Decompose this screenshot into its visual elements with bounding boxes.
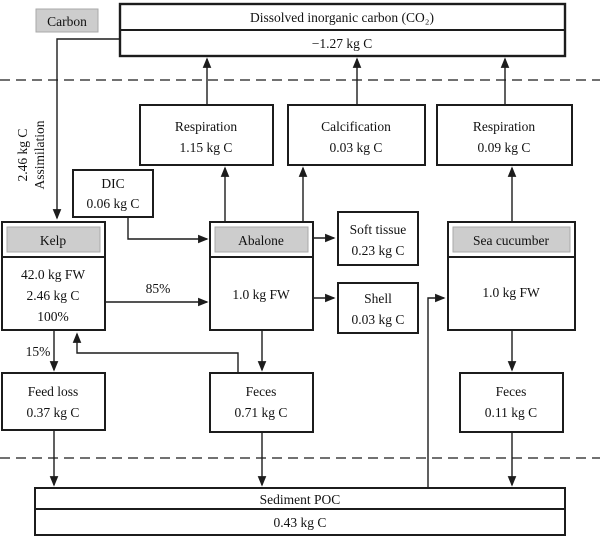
respiration-seacucumber-title: Respiration	[473, 119, 535, 134]
feces-abalone-outline	[209, 372, 314, 433]
shell-title: Shell	[364, 291, 392, 306]
seacucumber-value-fw: 1.0 kg FW	[482, 285, 540, 300]
dic-reservoir-value: −1.27 kg C	[312, 36, 373, 51]
respiration-seacucumber-value: 0.09 kg C	[478, 140, 531, 155]
respiration-abalone-title: Respiration	[175, 119, 237, 134]
abalone-value-fw: 1.0 kg FW	[232, 287, 290, 302]
abalone-title: Abalone	[238, 233, 284, 248]
dic-pool-box: DIC 0.06 kg C	[72, 169, 154, 218]
softtissue-title: Soft tissue	[350, 222, 407, 237]
flow-dic-assimilation-to-kelp	[52, 38, 120, 220]
flow-dicpool-to-abalone	[127, 217, 209, 244]
kelp-value-pct: 100%	[37, 309, 69, 324]
softtissue-outline	[337, 211, 419, 266]
kelp-value-fw: 42.0 kg FW	[21, 267, 85, 282]
respiration-abalone-value: 1.15 kg C	[180, 140, 233, 155]
softtissue-box: Soft tissue 0.23 kg C	[337, 211, 419, 266]
sediment-box: Sediment POC 0.43 kg C	[34, 487, 566, 536]
seacucumber-header-fill	[452, 226, 571, 253]
carbon-legend-label: Carbon	[47, 14, 87, 29]
dic-reservoir-box: Dissolved inorganic carbon (CO₂) −1.27 k…	[118, 2, 567, 58]
respiration-seacucumber-box: Respiration 0.09 kg C	[436, 104, 573, 166]
label-assimilation-value: 2.46 kg C	[15, 129, 30, 182]
calcification-value: 0.03 kg C	[330, 140, 383, 155]
feedloss-outline	[1, 372, 106, 431]
carbon-legend: Carbon	[35, 8, 99, 33]
abalone-box: Abalone 1.0 kg FW	[209, 221, 314, 331]
dic-reservoir-title: Dissolved inorganic carbon (CO₂)	[250, 10, 434, 25]
calcification-box: Calcification 0.03 kg C	[287, 104, 426, 166]
flow-sediment-to-seacucumber	[427, 293, 446, 488]
seacucumber-box: Sea cucumber 1.0 kg FW	[447, 221, 576, 331]
kelp-box: Kelp 42.0 kg FW 2.46 kg C 100%	[1, 221, 106, 331]
respiration-abalone-outline	[139, 104, 274, 166]
calcification-outline	[287, 104, 426, 166]
kelp-value-c: 2.46 kg C	[27, 288, 80, 303]
respiration-abalone-box: Respiration 1.15 kg C	[139, 104, 274, 166]
sediment-value: 0.43 kg C	[274, 515, 327, 530]
calcification-title: Calcification	[321, 119, 391, 134]
respiration-seacucumber-outline	[436, 104, 573, 166]
label-85pct: 85%	[146, 281, 171, 296]
feces-abalone-box: Feces 0.71 kg C	[209, 372, 314, 433]
feedloss-box: Feed loss 0.37 kg C	[1, 372, 106, 431]
kelp-header-fill	[6, 226, 101, 253]
dic-pool-value: 0.06 kg C	[87, 196, 140, 211]
abalone-header-fill	[214, 226, 309, 253]
feedloss-value: 0.37 kg C	[27, 405, 80, 420]
feedloss-title: Feed loss	[28, 384, 79, 399]
sediment-title: Sediment POC	[260, 492, 341, 507]
seacucumber-title: Sea cucumber	[473, 233, 550, 248]
carbon-legend-fill	[35, 8, 99, 33]
feces-abalone-title: Feces	[246, 384, 277, 399]
flow-feces-to-kelp	[72, 332, 239, 373]
shell-box: Shell 0.03 kg C	[337, 282, 419, 334]
label-15pct: 15%	[26, 344, 51, 359]
feces-seacucumber-title: Feces	[496, 384, 527, 399]
feces-seacucumber-value: 0.11 kg C	[485, 405, 537, 420]
shell-outline	[337, 282, 419, 334]
label-assimilation-text: Assimilation	[32, 120, 47, 189]
feces-seacucumber-outline	[459, 372, 564, 433]
dic-pool-outline	[72, 169, 154, 218]
kelp-title: Kelp	[40, 233, 66, 248]
feces-abalone-value: 0.71 kg C	[235, 405, 288, 420]
sediment-outline	[34, 487, 566, 536]
feces-seacucumber-box: Feces 0.11 kg C	[459, 372, 564, 433]
softtissue-value: 0.23 kg C	[352, 243, 405, 258]
shell-value: 0.03 kg C	[352, 312, 405, 327]
dic-pool-title: DIC	[101, 176, 124, 191]
